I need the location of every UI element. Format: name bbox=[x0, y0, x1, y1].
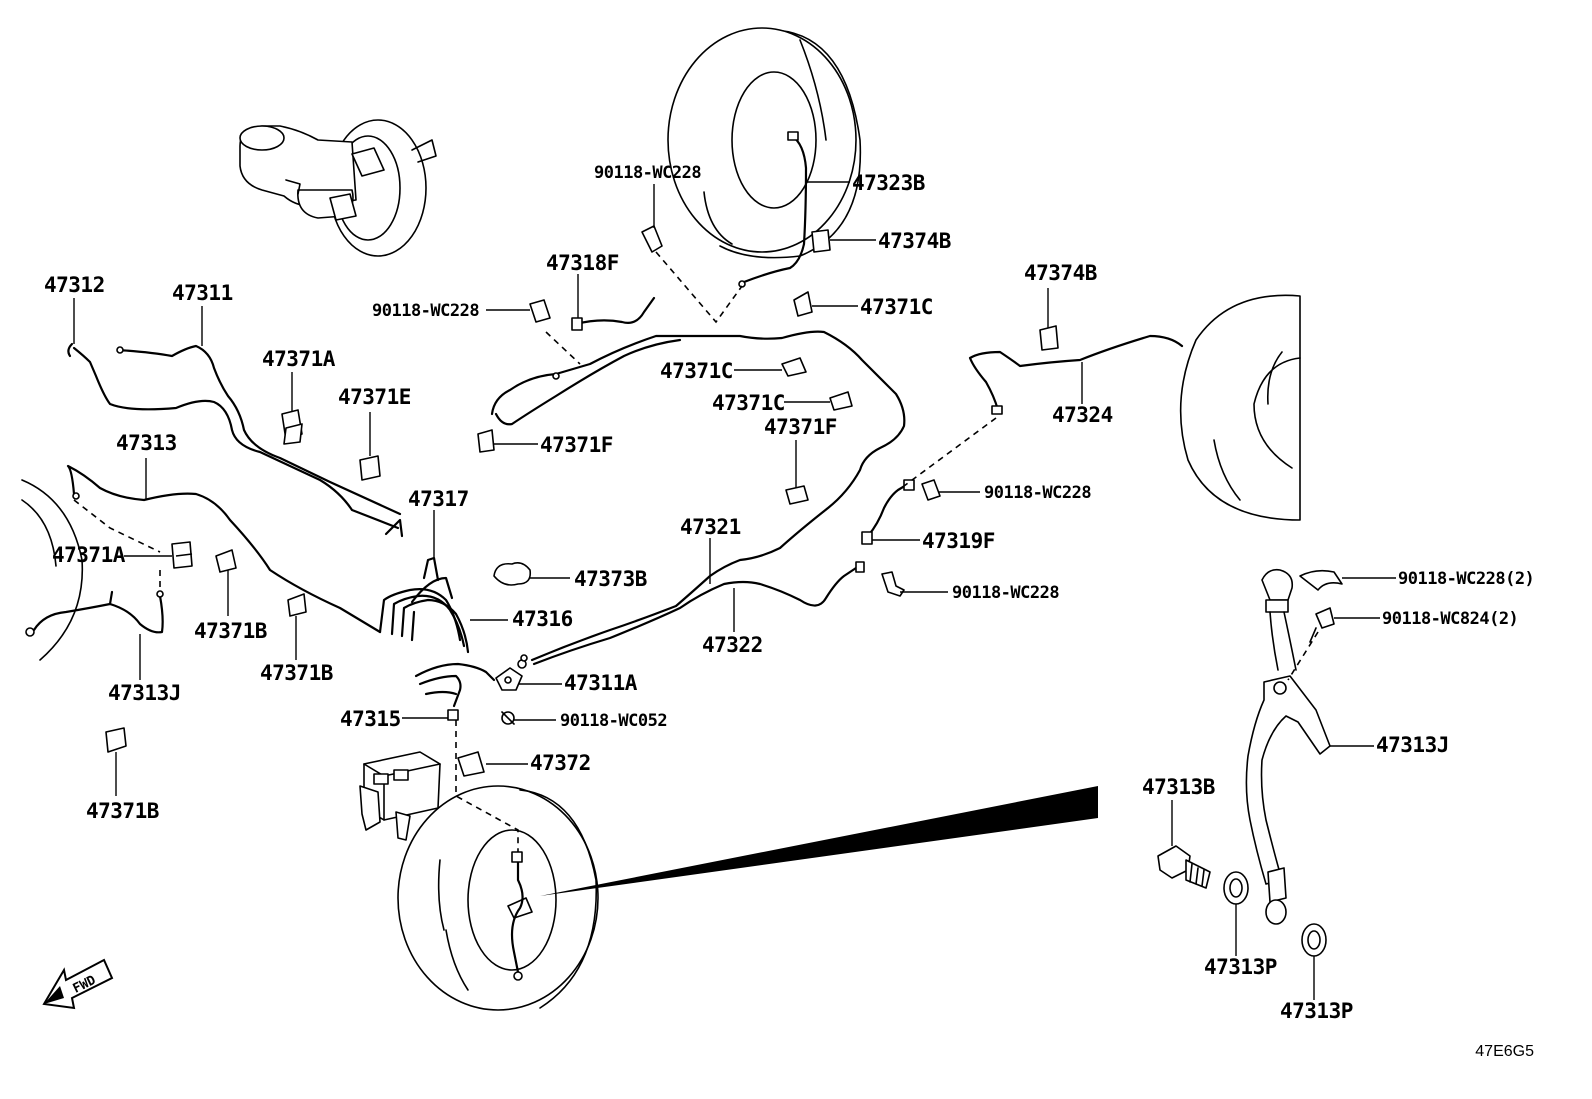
label-47312: 47312 bbox=[44, 273, 105, 297]
label-47371f: 47371F bbox=[540, 433, 613, 457]
label-47321: 47321 bbox=[680, 515, 741, 539]
clips bbox=[105, 225, 1059, 777]
label-47371c: 47371C bbox=[860, 295, 933, 319]
abs-actuator bbox=[359, 751, 441, 841]
label-47371b: 47371B bbox=[194, 619, 267, 643]
front-left-wheel-partial bbox=[21, 479, 84, 661]
label-47311: 47311 bbox=[172, 281, 233, 305]
label-47313p: 47313P bbox=[1204, 955, 1277, 979]
label-47371b: 47371B bbox=[86, 799, 159, 823]
label-47371f: 47371F bbox=[764, 415, 837, 439]
brake-booster-master-cylinder bbox=[239, 119, 437, 257]
label-47371a: 47371A bbox=[262, 347, 336, 371]
part-labels: 47312 47311 47371A 47371E 47313 47371A 4… bbox=[44, 163, 1535, 1023]
label-47316: 47316 bbox=[512, 607, 573, 631]
label-47371c: 47371C bbox=[660, 359, 733, 383]
label-47323b: 47323B bbox=[852, 171, 925, 195]
label-47319f: 47319F bbox=[922, 529, 995, 553]
label-47373b: 47373B bbox=[574, 567, 647, 591]
label-90118-wc228-2: 90118-WC228(2) bbox=[1398, 569, 1534, 589]
diagram-code: 47E6G5 bbox=[1475, 1043, 1534, 1060]
label-47311a: 47311A bbox=[564, 671, 638, 695]
rear-left-wheel bbox=[397, 785, 599, 1011]
brake-pipes bbox=[25, 131, 1184, 721]
fwd-arrow: FWD bbox=[42, 958, 114, 1010]
label-47318f: 47318F bbox=[546, 251, 619, 275]
label-90118-wc228: 90118-WC228 bbox=[984, 483, 1091, 503]
label-47315: 47315 bbox=[340, 707, 401, 731]
label-90118-wc228: 90118-WC228 bbox=[594, 163, 701, 183]
rear-flex-hose-detail bbox=[1157, 568, 1343, 957]
label-47374b: 47374B bbox=[878, 229, 951, 253]
label-90118-wc824-2: 90118-WC824(2) bbox=[1382, 609, 1518, 629]
label-47313j: 47313J bbox=[1376, 733, 1449, 757]
label-47317: 47317 bbox=[408, 487, 469, 511]
label-90118-wc052: 90118-WC052 bbox=[560, 711, 667, 731]
rear-right-wheel bbox=[1179, 294, 1301, 521]
label-47372: 47372 bbox=[530, 751, 591, 775]
label-47313p: 47313P bbox=[1280, 999, 1353, 1023]
detail-callout-wedge bbox=[540, 786, 1098, 896]
label-47322: 47322 bbox=[702, 633, 763, 657]
label-47371e: 47371E bbox=[338, 385, 411, 409]
assembly-dashed-lines bbox=[73, 251, 1319, 852]
leader-lines bbox=[73, 181, 1396, 1000]
label-47313: 47313 bbox=[116, 431, 177, 455]
label-47324: 47324 bbox=[1052, 403, 1113, 427]
label-47371c: 47371C bbox=[712, 391, 785, 415]
label-47374b: 47374B bbox=[1024, 261, 1097, 285]
label-47371b: 47371B bbox=[260, 661, 333, 685]
label-90118-wc228: 90118-WC228 bbox=[952, 583, 1059, 603]
label-47313j: 47313J bbox=[108, 681, 181, 705]
label-90118-wc228: 90118-WC228 bbox=[372, 301, 479, 321]
label-47371a: 47371A bbox=[52, 543, 126, 567]
rear-left-wheel-hose bbox=[507, 851, 533, 981]
front-right-wheel bbox=[667, 27, 862, 259]
label-47313b: 47313B bbox=[1142, 775, 1215, 799]
